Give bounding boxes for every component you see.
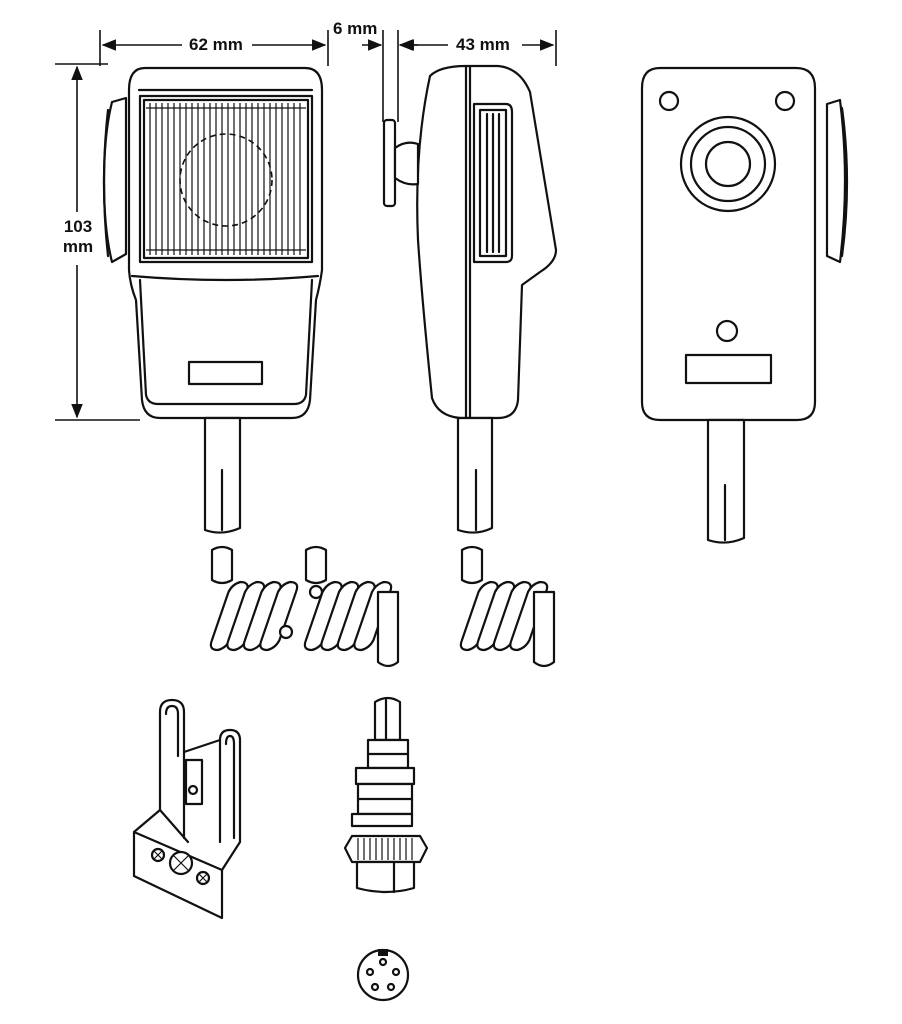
back-label-plate bbox=[684, 353, 773, 385]
coiled-cords bbox=[209, 545, 556, 668]
width-dimension-label: 62 mm bbox=[189, 35, 243, 54]
microphone-side-view bbox=[382, 64, 558, 420]
front-label-plate bbox=[187, 360, 264, 386]
cable-segments bbox=[203, 416, 746, 544]
height-dimension-value: 103 bbox=[63, 217, 93, 236]
height-dimension-unit: mm bbox=[62, 237, 94, 256]
microphone-front-view bbox=[102, 66, 324, 420]
mounting-bracket bbox=[132, 698, 242, 920]
hanger-button bbox=[382, 118, 397, 208]
connector-plug bbox=[343, 696, 429, 894]
dimension-lines bbox=[55, 30, 557, 421]
microphone-back-view bbox=[640, 66, 849, 422]
plug-knurl bbox=[357, 838, 413, 860]
thickness-dimension-label: 6 mm bbox=[333, 19, 378, 38]
plug-pin-face bbox=[356, 948, 410, 1002]
depth-dimension-label: 43 mm bbox=[456, 35, 510, 54]
